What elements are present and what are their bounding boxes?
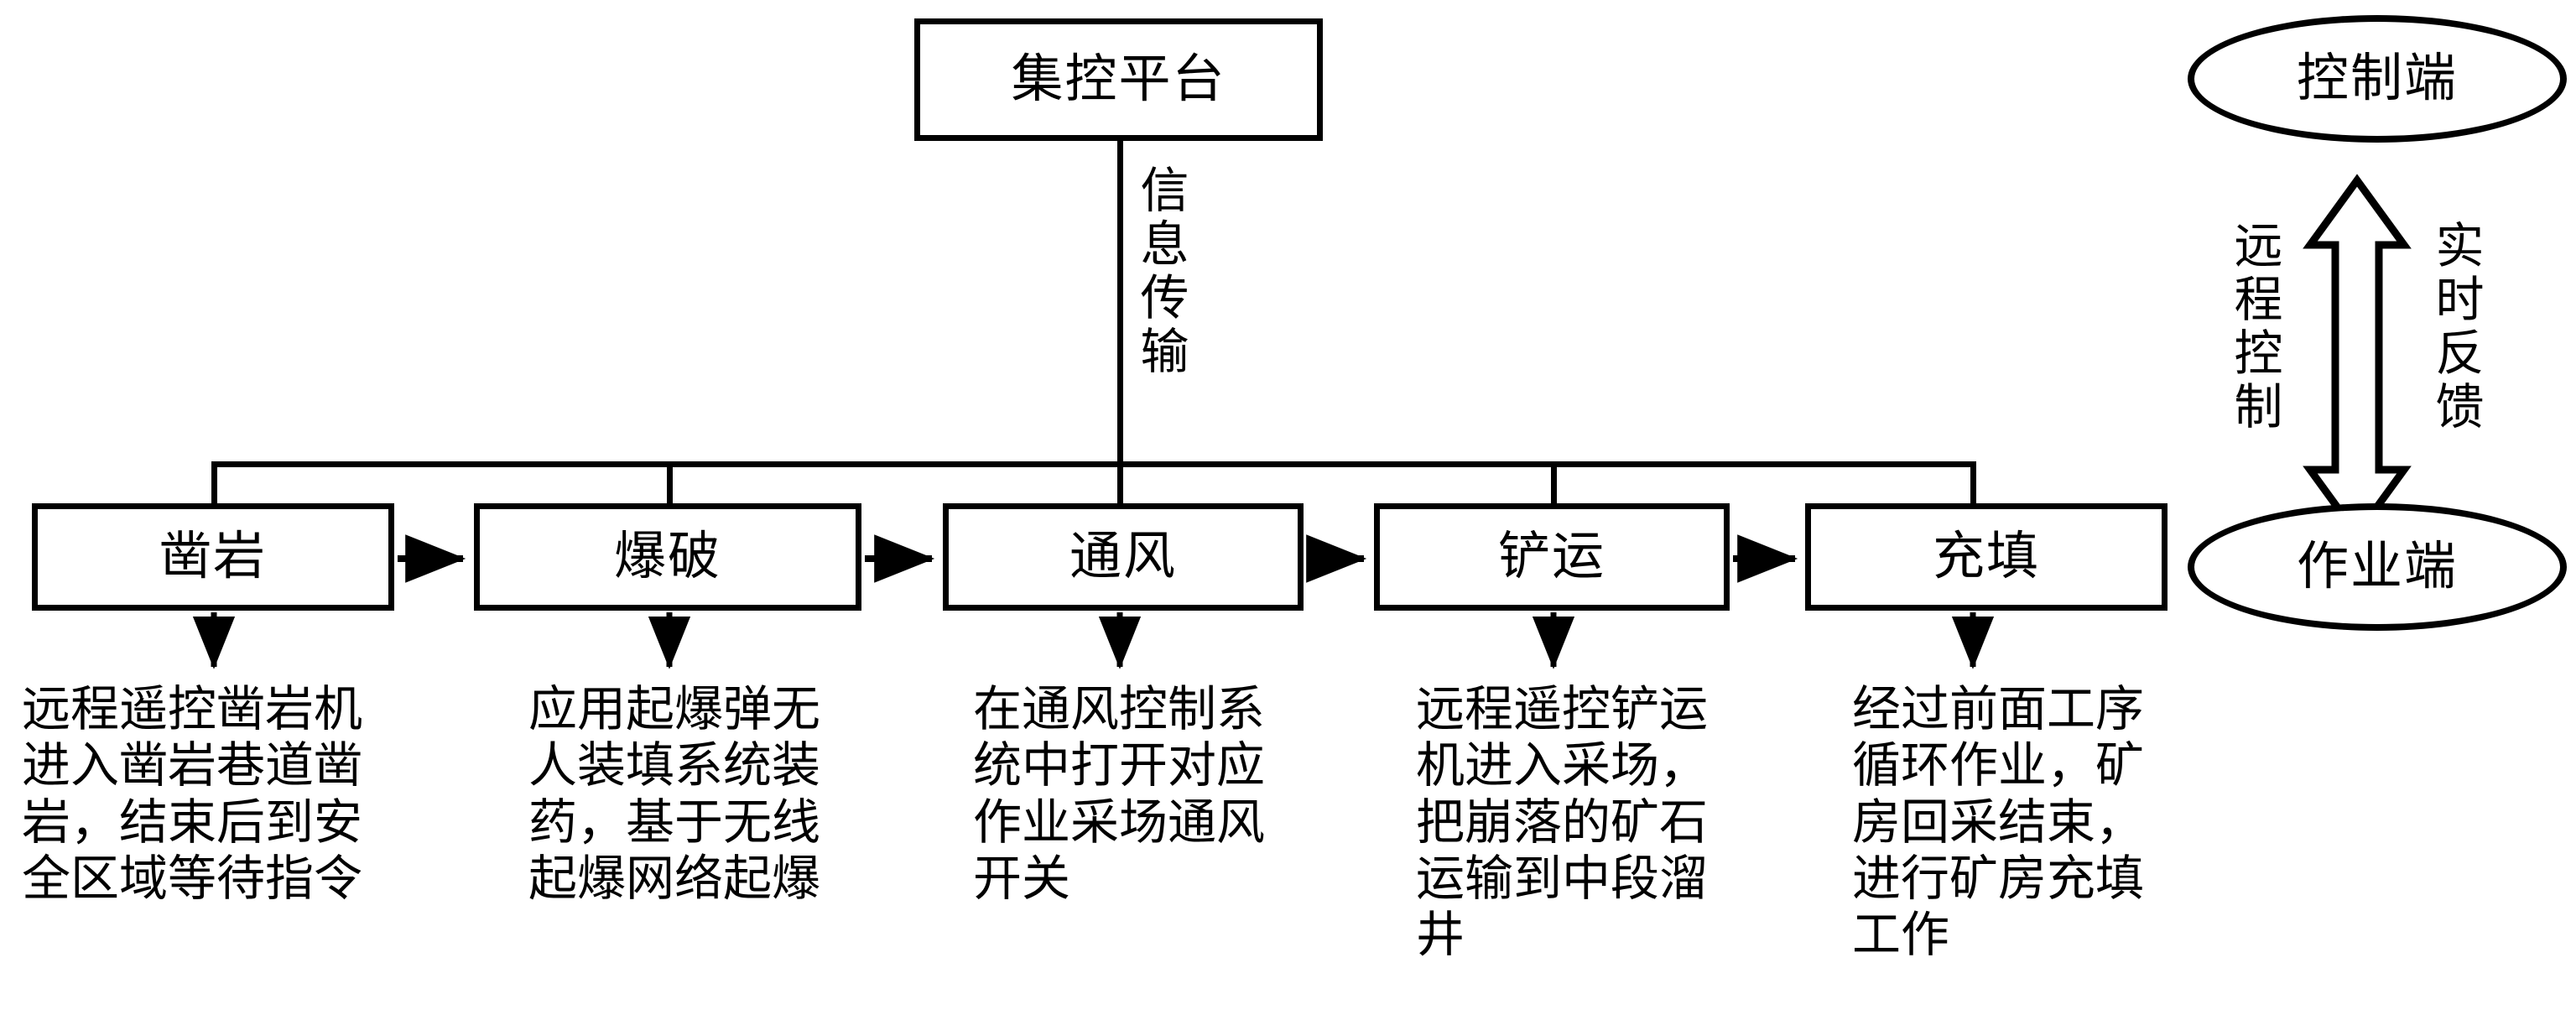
process-box-drilling-label: 凿岩 xyxy=(159,528,267,585)
process-box-blasting[interactable]: 爆破 xyxy=(474,503,861,611)
process-box-hauling-label: 铲运 xyxy=(1497,528,1605,585)
operation-end-label: 作业端 xyxy=(2296,539,2458,596)
distribution-bus-line xyxy=(211,461,1976,467)
trunk-label: 信息传输 xyxy=(1132,164,1188,379)
bidirectional-hollow-arrow xyxy=(2303,174,2412,541)
central-platform-box[interactable]: 集控平台 xyxy=(914,18,1323,141)
process-box-backfill-label: 充填 xyxy=(1932,528,2040,585)
bus-drop-leg-2 xyxy=(667,461,673,507)
process-box-drilling[interactable]: 凿岩 xyxy=(32,503,394,611)
process-description-backfill: 经过前面工序循环作业，矿房回采结束，进行矿房充填工作 xyxy=(1852,682,2145,963)
central-platform-label: 集控平台 xyxy=(1011,51,1226,108)
control-end-ellipse[interactable]: 控制端 xyxy=(2188,15,2567,143)
process-box-backfill[interactable]: 充填 xyxy=(1805,503,2167,611)
bus-drop-leg-3 xyxy=(1117,461,1123,507)
process-description-hauling: 远程遥控铲运机进入采场，把崩落的矿石运输到中段溜井 xyxy=(1416,682,1709,963)
bus-drop-leg-5 xyxy=(1970,461,1976,507)
process-box-ventilation-label: 通风 xyxy=(1069,528,1177,585)
bus-drop-leg-4 xyxy=(1551,461,1557,507)
process-description-drilling: 远程遥控凿岩机进入凿岩巷道凿岩，结束后到安全区域等待指令 xyxy=(22,682,363,906)
bus-drop-leg-1 xyxy=(211,461,217,507)
trunk-connector-line xyxy=(1117,141,1123,465)
process-box-ventilation[interactable]: 通风 xyxy=(943,503,1304,611)
remote-control-label: 远程控制 xyxy=(2226,220,2282,435)
operation-end-ellipse[interactable]: 作业端 xyxy=(2188,503,2567,631)
control-end-label: 控制端 xyxy=(2296,50,2458,107)
process-description-blasting: 应用起爆弹无人装填系统装药，基于无线起爆网络起爆 xyxy=(528,682,821,906)
realtime-feedback-label: 实时反馈 xyxy=(2428,220,2483,435)
process-box-blasting-label: 爆破 xyxy=(613,528,721,585)
process-description-ventilation: 在通风控制系统中打开对应作业采场通风开关 xyxy=(973,682,1266,906)
process-box-hauling[interactable]: 铲运 xyxy=(1374,503,1730,611)
